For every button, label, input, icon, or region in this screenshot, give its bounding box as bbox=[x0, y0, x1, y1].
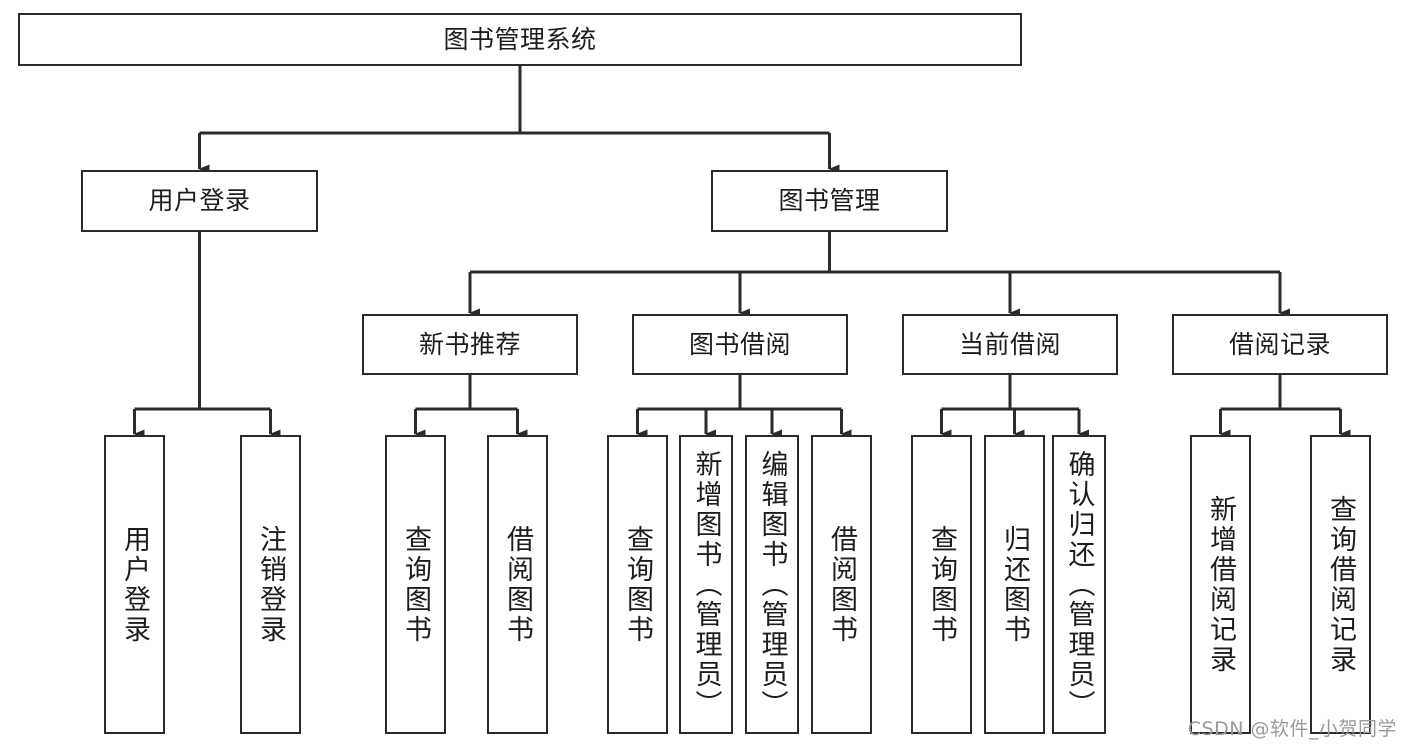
node-leaf-user-login-label: 用户登录 bbox=[119, 524, 150, 645]
node-leaf-add-book-admin[interactable]: 新增图书（管理员） bbox=[679, 435, 733, 734]
node-book-borrow[interactable]: 图书借阅 bbox=[632, 314, 848, 375]
node-leaf-add-borrow-record[interactable]: 新增借阅记录 bbox=[1190, 435, 1251, 734]
node-leaf-logout-label: 注销登录 bbox=[255, 524, 286, 645]
node-leaf-edit-book-admin-label: 编辑图书（管理员） bbox=[756, 449, 788, 720]
node-leaf-add-book-admin-label: 新增图书（管理员） bbox=[690, 449, 722, 720]
node-leaf-query-book-recommend[interactable]: 查询图书 bbox=[385, 435, 446, 734]
node-leaf-confirm-return-admin-label: 确认归还（管理员） bbox=[1063, 449, 1095, 720]
node-leaf-user-login[interactable]: 用户登录 bbox=[104, 435, 165, 734]
node-book-management-module[interactable]: 图书管理 bbox=[711, 170, 948, 232]
node-root-label: 图书管理系统 bbox=[443, 24, 597, 54]
node-leaf-query-book-recommend-label: 查询图书 bbox=[400, 524, 431, 645]
node-leaf-return-book-label: 归还图书 bbox=[999, 524, 1030, 645]
node-user-login-module[interactable]: 用户登录 bbox=[81, 170, 318, 232]
node-leaf-borrow-book-recommend[interactable]: 借阅图书 bbox=[487, 435, 548, 734]
node-leaf-edit-book-admin[interactable]: 编辑图书（管理员） bbox=[745, 435, 799, 734]
node-user-login-module-label: 用户登录 bbox=[148, 186, 251, 216]
node-leaf-query-borrow-record-label: 查询借阅记录 bbox=[1325, 494, 1356, 675]
node-current-borrow[interactable]: 当前借阅 bbox=[902, 314, 1118, 375]
node-book-management-module-label: 图书管理 bbox=[778, 186, 881, 216]
node-leaf-query-book-current-label: 查询图书 bbox=[926, 524, 957, 645]
node-leaf-add-borrow-record-label: 新增借阅记录 bbox=[1205, 494, 1236, 675]
node-leaf-logout[interactable]: 注销登录 bbox=[240, 435, 301, 734]
node-new-book-recommend-label: 新书推荐 bbox=[418, 329, 521, 359]
node-book-borrow-label: 图书借阅 bbox=[688, 329, 791, 359]
node-leaf-borrow-book-recommend-label: 借阅图书 bbox=[502, 524, 533, 645]
node-leaf-return-book[interactable]: 归还图书 bbox=[984, 435, 1045, 734]
node-new-book-recommend[interactable]: 新书推荐 bbox=[362, 314, 578, 375]
node-leaf-query-book-current[interactable]: 查询图书 bbox=[911, 435, 972, 734]
node-leaf-borrow-book-label: 借阅图书 bbox=[826, 524, 857, 645]
node-current-borrow-label: 当前借阅 bbox=[958, 329, 1061, 359]
node-leaf-borrow-book[interactable]: 借阅图书 bbox=[811, 435, 872, 734]
node-leaf-query-book-borrow-label: 查询图书 bbox=[622, 524, 653, 645]
node-borrow-records[interactable]: 借阅记录 bbox=[1172, 314, 1388, 375]
node-root[interactable]: 图书管理系统 bbox=[18, 13, 1022, 66]
watermark-text: CSDN @软件_小贺同学 bbox=[1187, 718, 1397, 740]
node-leaf-query-borrow-record[interactable]: 查询借阅记录 bbox=[1310, 435, 1371, 734]
node-borrow-records-label: 借阅记录 bbox=[1228, 329, 1331, 359]
node-leaf-confirm-return-admin[interactable]: 确认归还（管理员） bbox=[1052, 435, 1106, 734]
edge-group bbox=[133, 66, 1351, 439]
node-leaf-query-book-borrow[interactable]: 查询图书 bbox=[607, 435, 668, 734]
